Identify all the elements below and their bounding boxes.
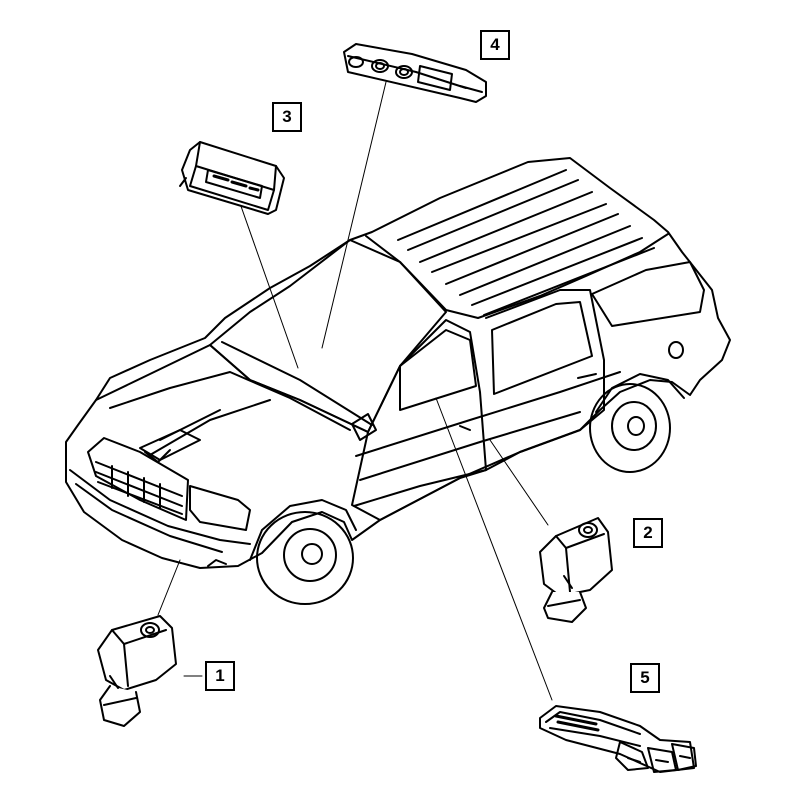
leader-line-4 <box>321 81 387 349</box>
vehicle-suv <box>65 157 731 605</box>
callout-5: 5 <box>630 663 660 693</box>
front-impact-sensor <box>97 615 177 727</box>
leader-line-2 <box>489 439 549 526</box>
leader-line-1 <box>157 559 181 616</box>
overhead-console-module <box>179 141 285 215</box>
leader-lines <box>157 81 553 701</box>
side-impact-sensor <box>539 517 613 623</box>
callout-3: 3 <box>272 102 302 132</box>
callout-2: 2 <box>633 518 663 548</box>
airbag-control-module <box>539 705 697 773</box>
callout-4: 4 <box>480 30 510 60</box>
leader-line-3 <box>235 191 299 369</box>
overhead-indicator-module <box>343 43 487 103</box>
leader-line-5 <box>435 397 553 701</box>
callout-1: 1 <box>205 661 235 691</box>
